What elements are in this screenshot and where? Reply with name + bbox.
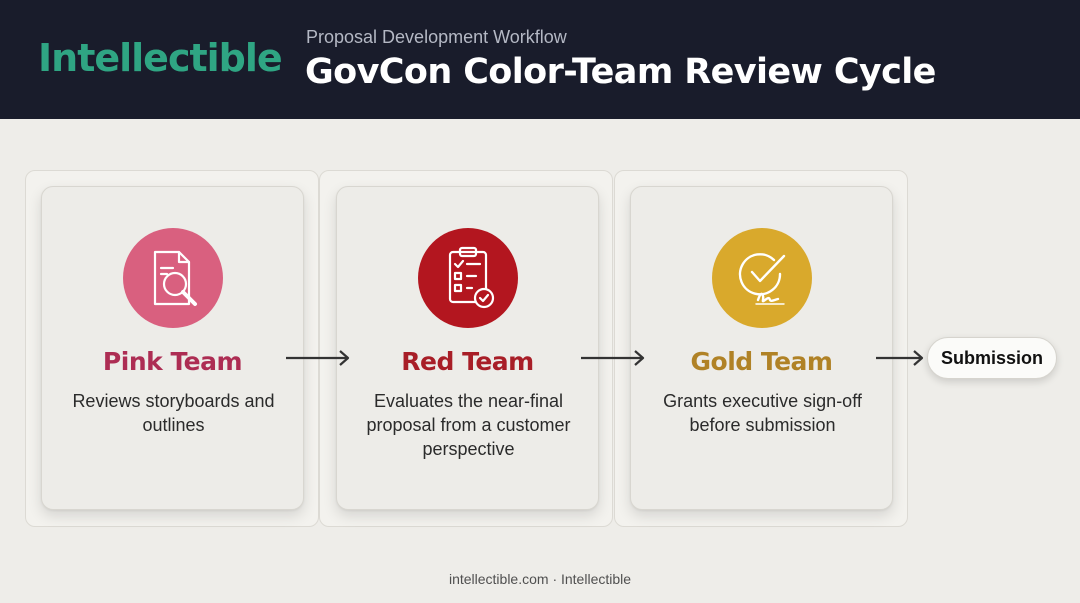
- stage-description: Evaluates the near-final proposal from a…: [366, 391, 571, 459]
- flow-arrow-icon: [286, 350, 350, 366]
- stage-title: Red Team: [401, 347, 534, 376]
- stage-description: Reviews storyboards and outlines: [72, 391, 275, 435]
- submission-node: Submission: [927, 337, 1057, 379]
- stage-title: Pink Team: [102, 347, 243, 376]
- flow-arrow-icon: [581, 350, 645, 366]
- flow-arrow-icon: [876, 350, 924, 366]
- approval-signature-icon: [712, 228, 812, 328]
- footer-text: intellectible.com · Intellectible: [448, 571, 632, 587]
- page-subtitle: Proposal Development Workflow: [306, 27, 567, 47]
- document-search-icon: [123, 228, 223, 328]
- page-title: GovCon Color-Team Review Cycle: [305, 52, 936, 92]
- stage-title: Gold Team: [690, 347, 833, 376]
- checklist-clipboard-icon: [418, 228, 518, 328]
- stage-card-pink: Pink Team Reviews storyboards and outlin…: [41, 186, 304, 510]
- brand-logo: Intellectible: [38, 36, 283, 80]
- stage-card-gold: Gold Team Grants executive sign-off befo…: [630, 186, 893, 510]
- header-bar: Intellectible Proposal Development Workf…: [0, 0, 1080, 119]
- stage-description: Grants executive sign-off before submiss…: [663, 391, 862, 435]
- stage-card-red: Red Team Evaluates the near-final propos…: [336, 186, 599, 510]
